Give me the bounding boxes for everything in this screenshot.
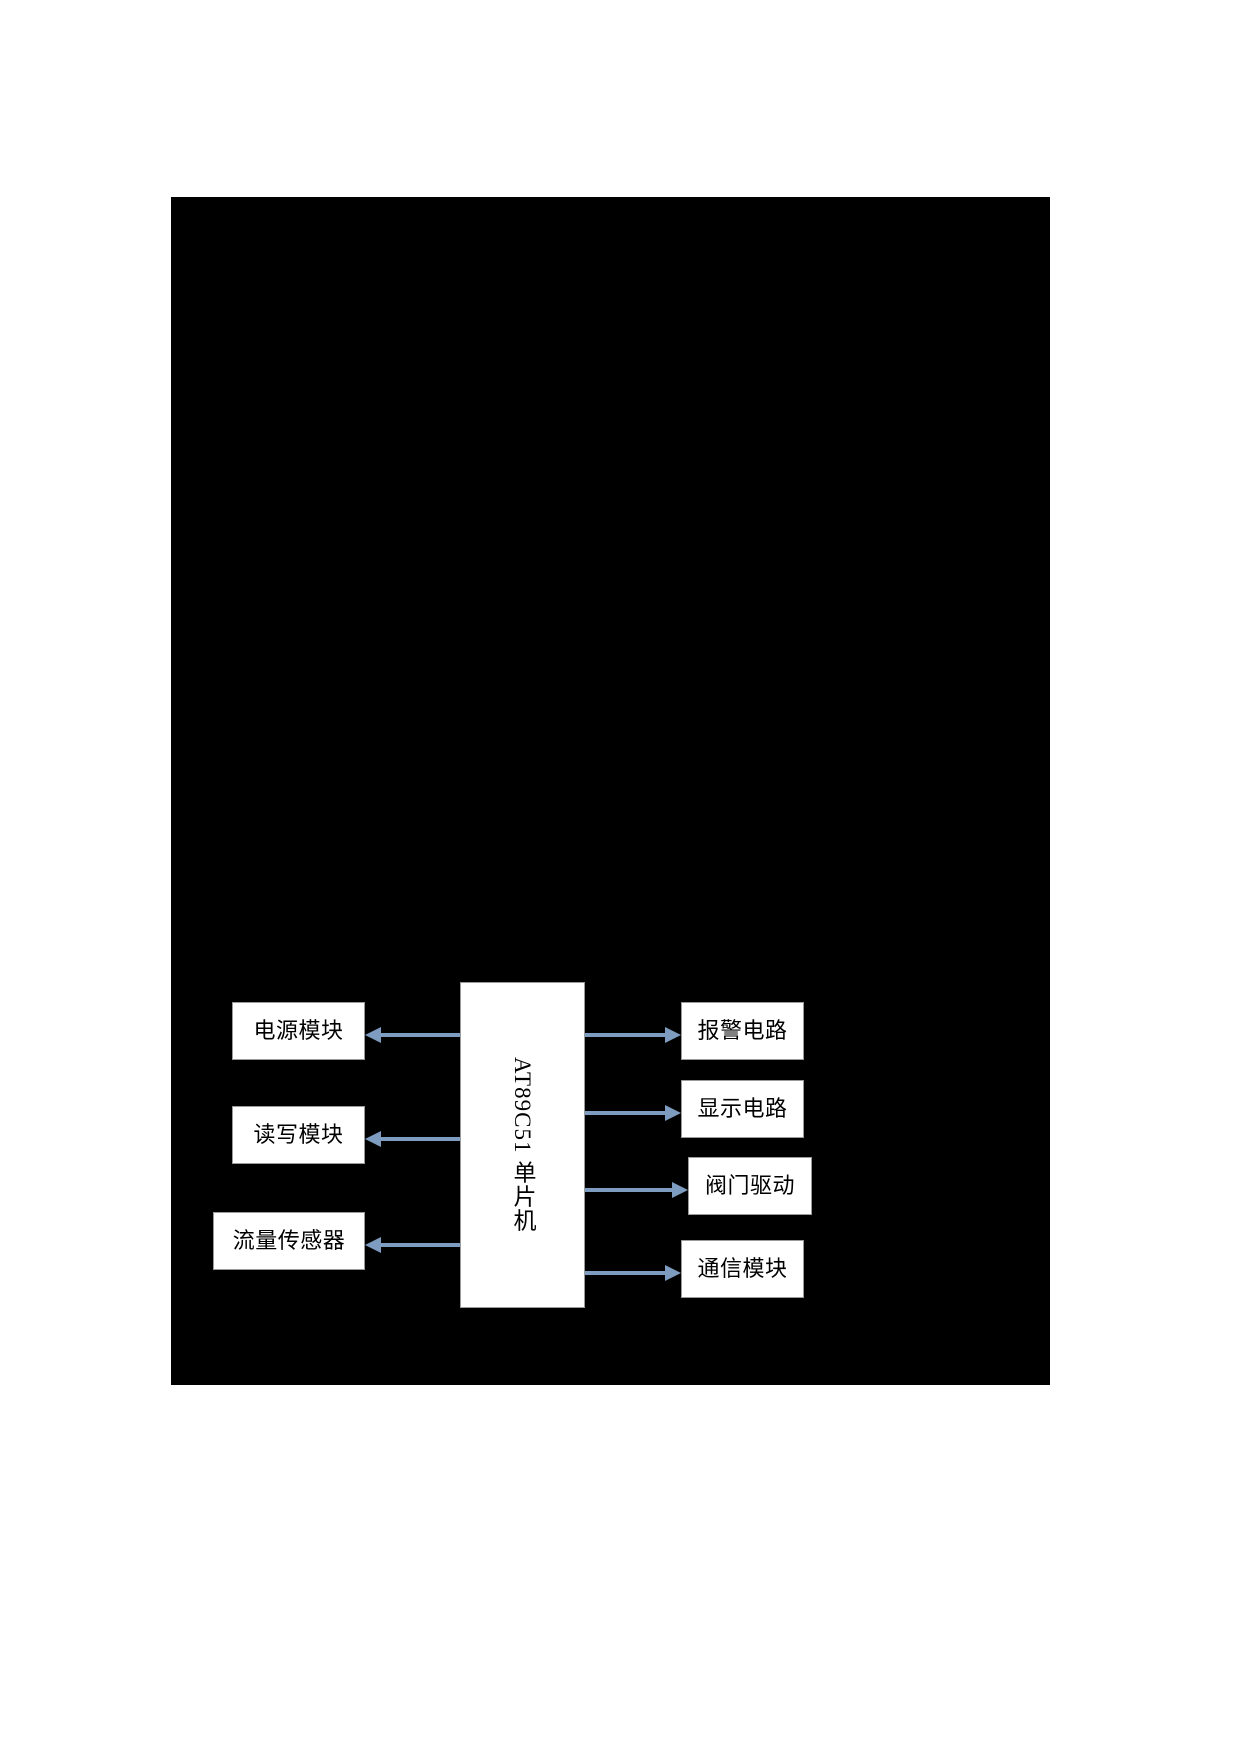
arrow-head-left-icon	[365, 1237, 381, 1253]
arrow-head-right-icon	[665, 1265, 681, 1281]
block-mcu-at89c51[interactable]: AT89C51 单片机	[460, 982, 585, 1308]
block-flow-sensor[interactable]: 流量传感器	[213, 1212, 365, 1270]
arrow-head-left-icon	[365, 1131, 381, 1147]
block-display-circuit[interactable]: 显示电路	[681, 1080, 804, 1138]
block-power-module[interactable]: 电源模块	[232, 1002, 365, 1060]
arrow-head-right-icon	[665, 1105, 681, 1121]
block-flow-sensor-label: 流量传感器	[232, 1227, 346, 1253]
arrow-head-left-icon	[365, 1027, 381, 1043]
block-communication-module[interactable]: 通信模块	[681, 1240, 804, 1298]
arrow-shaft	[585, 1033, 667, 1037]
arrow-shaft	[585, 1188, 674, 1192]
block-valve-drive-label: 阀门驱动	[704, 1172, 795, 1198]
block-alarm-circuit-label: 报警电路	[697, 1017, 788, 1043]
block-power-module-label: 电源模块	[253, 1017, 344, 1043]
arrow-shaft	[379, 1033, 460, 1037]
block-read-write-module-label: 读写模块	[253, 1121, 344, 1147]
block-display-circuit-label: 显示电路	[697, 1095, 788, 1121]
block-valve-drive[interactable]: 阀门驱动	[688, 1157, 812, 1215]
block-read-write-module[interactable]: 读写模块	[232, 1106, 365, 1164]
block-communication-module-label: 通信模块	[697, 1255, 788, 1281]
arrow-shaft	[585, 1271, 667, 1275]
block-alarm-circuit[interactable]: 报警电路	[681, 1002, 804, 1060]
arrow-shaft	[379, 1137, 460, 1141]
arrow-head-right-icon	[665, 1027, 681, 1043]
arrow-shaft	[379, 1243, 460, 1247]
block-mcu-label: AT89C51 单片机	[510, 1057, 535, 1233]
arrow-head-right-icon	[672, 1182, 688, 1198]
figure-plate: 电源模块 读写模块 流量传感器 AT89C51 单片机 报警电路 显示电路 阀门…	[171, 197, 1050, 1385]
arrow-shaft	[585, 1111, 667, 1115]
